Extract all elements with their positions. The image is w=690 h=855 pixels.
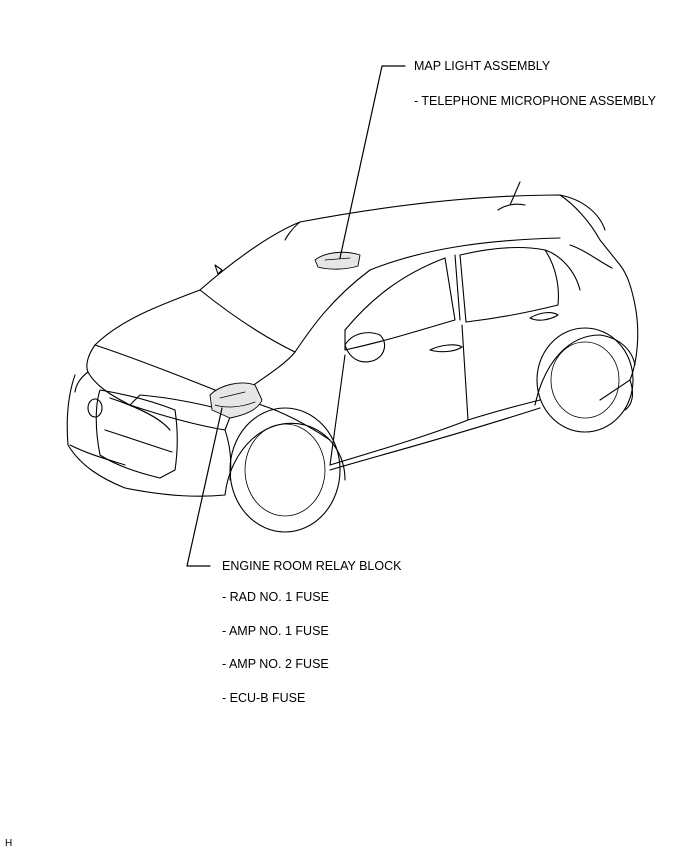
amp-no2-fuse-label: - AMP NO. 2 FUSE	[222, 657, 329, 671]
rad-no1-fuse-label: - RAD NO. 1 FUSE	[222, 590, 329, 604]
engine-room-relay-block-part	[209, 382, 263, 419]
amp-no1-fuse-label: - AMP NO. 1 FUSE	[222, 624, 329, 638]
footer-code: H	[5, 838, 13, 849]
engine-room-relay-block-title: ENGINE ROOM RELAY BLOCK	[222, 559, 402, 573]
leader-lines	[186, 65, 406, 567]
engine-room-leader-line	[186, 407, 223, 567]
map-light-assembly-title: MAP LIGHT ASSEMBLY	[414, 59, 551, 73]
ecu-b-fuse-label: - ECU-B FUSE	[222, 691, 306, 705]
telephone-microphone-assembly-label: - TELEPHONE MICROPHONE ASSEMBLY	[414, 94, 656, 108]
car-outline	[66, 181, 639, 533]
map-light-leader-line	[339, 65, 406, 259]
map-light-assembly-part	[314, 251, 361, 270]
